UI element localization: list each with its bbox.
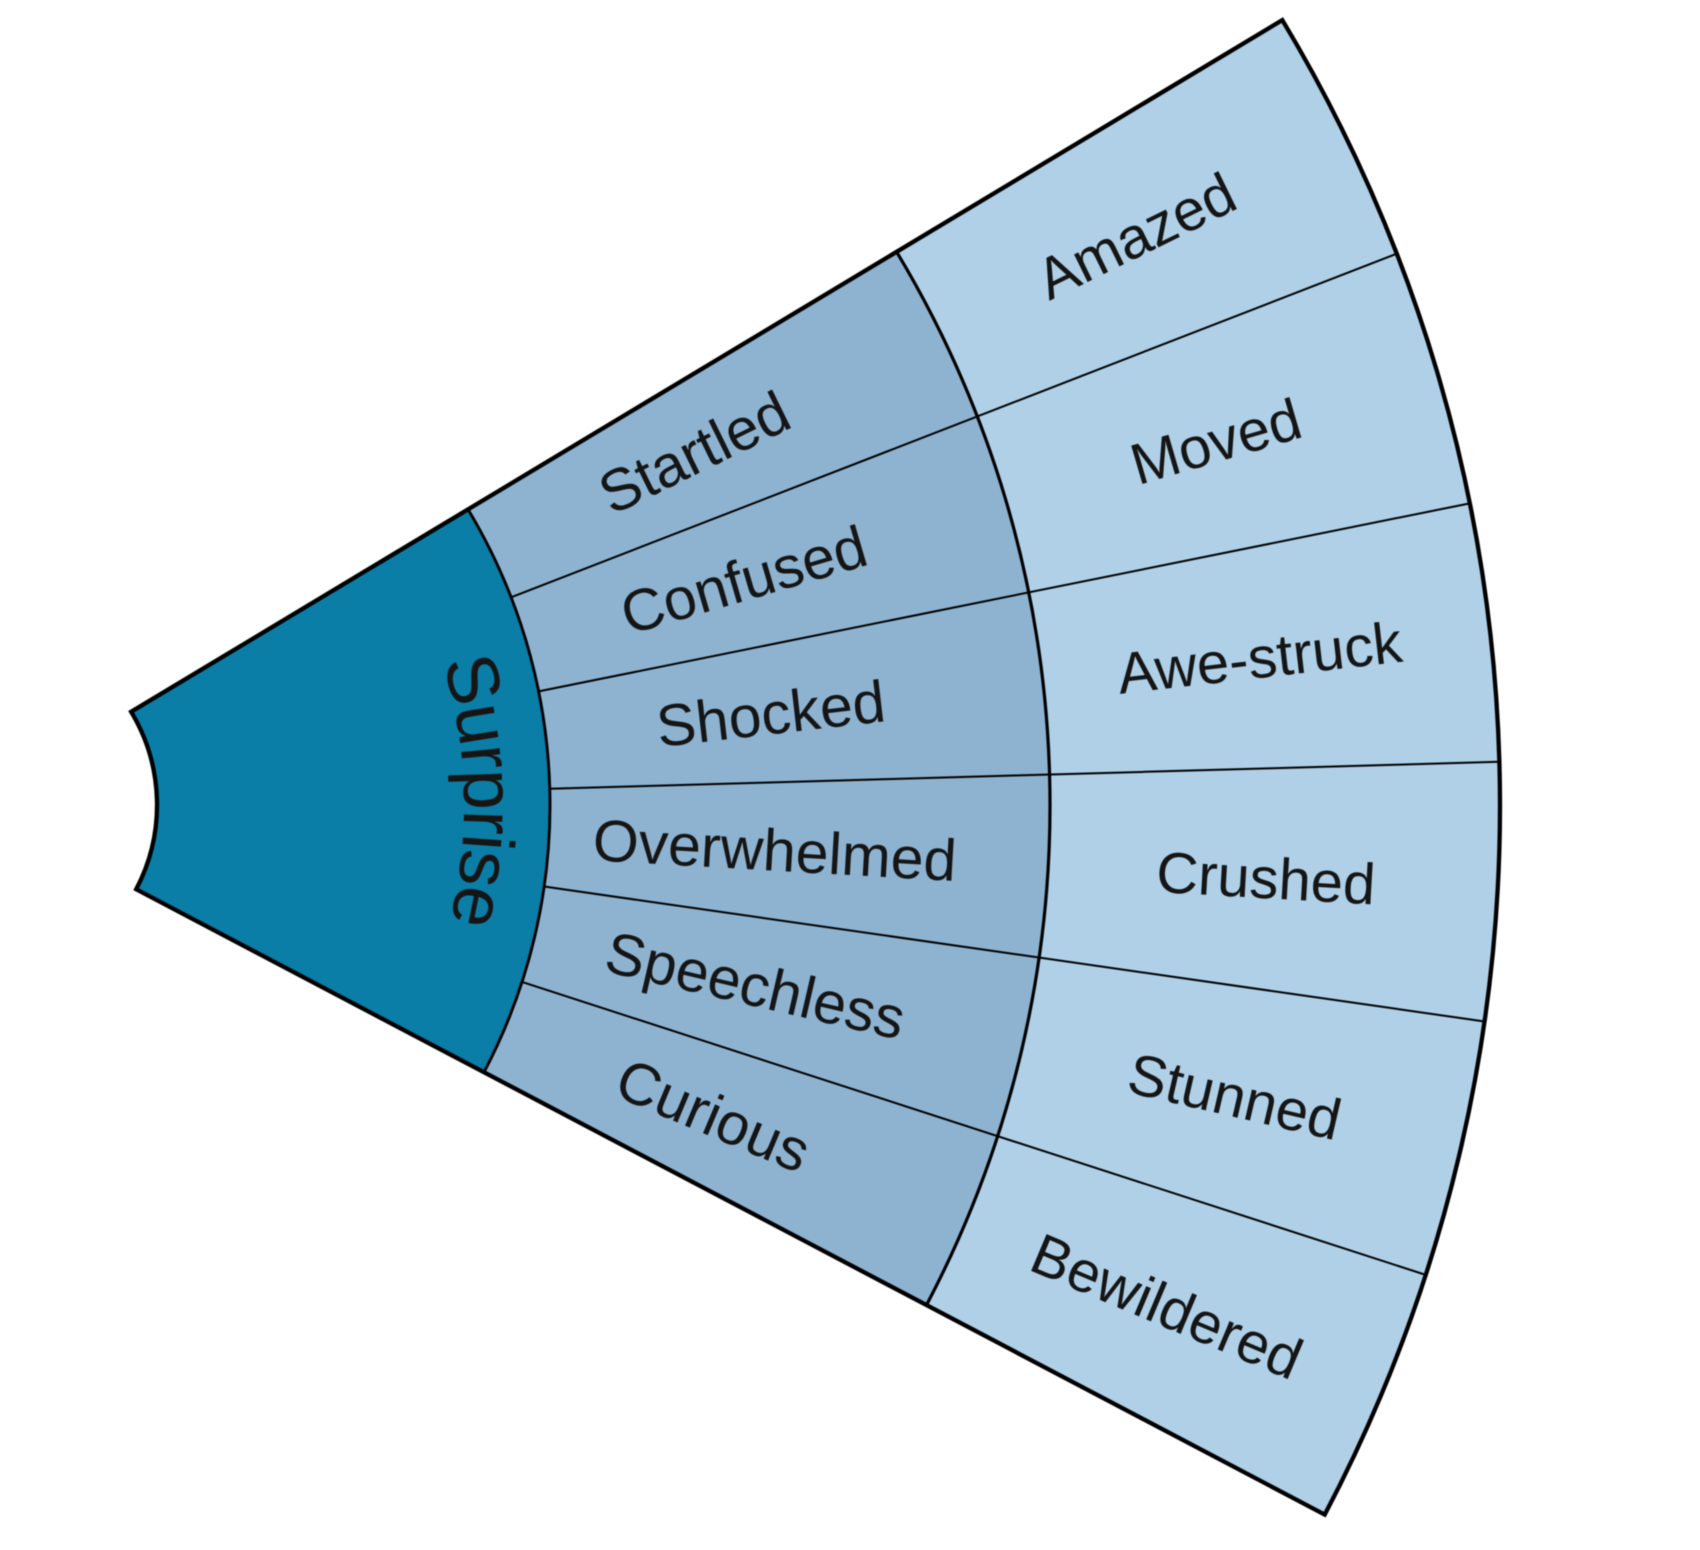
segment-divider-4 <box>544 885 1485 1023</box>
outer-segment-awe-struck <box>1028 503 1500 775</box>
outer-segment-stunned <box>997 957 1485 1275</box>
outer-label-crushed: Crushed <box>1155 840 1378 917</box>
segment-divider-5 <box>521 981 1427 1276</box>
outer-segment-amazed <box>896 20 1397 417</box>
middle-segment-overwhelmed <box>544 774 1051 958</box>
segment-divider-1 <box>510 252 1398 599</box>
fan-outline <box>128 17 1503 1518</box>
outer-segment-crushed <box>1039 761 1501 1022</box>
outer-segment-moved <box>977 253 1470 593</box>
middle-segment-speechless <box>522 886 1040 1137</box>
middle-outer-boundary-arc <box>895 251 1052 1306</box>
middle-segment-startled <box>468 251 978 598</box>
outer-segment-bewildered <box>926 1136 1426 1515</box>
segment-divider-2 <box>538 502 1471 693</box>
middle-segment-confused <box>511 416 1029 692</box>
segment-divider-3 <box>549 760 1500 790</box>
core-ring-boundary-arc <box>466 508 552 1073</box>
middle-segment-shocked <box>538 592 1050 789</box>
middle-segment-curious <box>483 981 998 1306</box>
